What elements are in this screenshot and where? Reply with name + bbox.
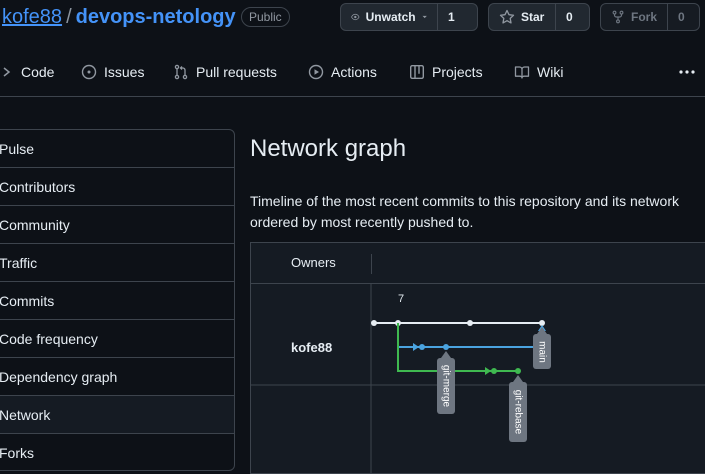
sidebar-item-label: Forks — [0, 445, 34, 461]
kebab-horizontal-icon — [679, 70, 695, 74]
watch-button[interactable]: Unwatch 1 — [340, 3, 478, 31]
fork-label: Fork — [630, 10, 657, 24]
sidebar-item-label: Dependency graph — [0, 369, 118, 385]
tab-actions-label: Actions — [331, 64, 377, 80]
tab-wiki[interactable]: Wiki — [514, 58, 563, 86]
rebase-arrow — [485, 367, 491, 375]
tab-pull-requests-label: Pull requests — [196, 64, 277, 80]
owners-label: Owners — [291, 255, 336, 270]
commit-dot — [467, 320, 473, 326]
fork-count: 0 — [667, 4, 695, 30]
tab-code-label: Code — [21, 64, 55, 80]
pull-request-icon — [174, 64, 188, 80]
page-title: Network graph — [250, 135, 407, 162]
merge-branch-line — [397, 323, 543, 348]
star-label: Star — [521, 10, 545, 24]
merge-arrow — [413, 343, 419, 351]
branch-main-text: main — [536, 341, 547, 363]
tab-wiki-label: Wiki — [537, 64, 564, 80]
sidebar-item-label: Commits — [0, 293, 55, 309]
commit-dot — [539, 320, 545, 326]
sidebar-item-pulse[interactable]: Pulse — [0, 130, 234, 168]
sidebar-item-label: Network — [0, 407, 51, 423]
repo-owner-link[interactable]: kofe88 — [2, 6, 63, 28]
repo-nav: Code Issues Pull requests Actions Projec… — [0, 58, 705, 97]
branch-merge-text: git-merge — [440, 365, 451, 408]
tab-issues[interactable]: Issues — [81, 58, 144, 86]
fork-button[interactable]: Fork 0 — [600, 3, 700, 31]
owner-name: kofe88 — [291, 340, 333, 355]
tab-code[interactable]: Code — [2, 58, 54, 86]
network-graph-canvas: 7 main git-merge git- — [251, 284, 705, 473]
commit-dot — [515, 368, 521, 374]
network-graph[interactable]: Owners kofe88 7 main gi — [250, 242, 705, 474]
branch-label-main: main — [533, 327, 551, 369]
date-label: 7 — [398, 293, 404, 305]
repo-name-link[interactable]: devops-netology — [75, 6, 236, 28]
commit-dot — [419, 344, 425, 350]
sidebar-item-label: Code frequency — [0, 331, 98, 347]
triangle-down-icon — [422, 15, 427, 19]
watch-label: Unwatch — [365, 10, 416, 24]
sidebar-item-label: Community — [0, 217, 70, 233]
branch-label-git-rebase: git-rebase — [509, 375, 527, 442]
visibility-badge: Public — [241, 7, 290, 27]
sidebar-item-label: Pulse — [0, 141, 35, 157]
branch-rebase-text: git-rebase — [512, 390, 523, 435]
star-icon — [499, 9, 515, 24]
sidebar-item-contributors[interactable]: Contributors — [0, 168, 234, 206]
repo-separator: / — [66, 6, 72, 28]
rebase-branch-line — [397, 323, 518, 372]
issue-icon — [81, 64, 97, 80]
sidebar-item-label: Contributors — [0, 179, 76, 195]
tab-pull-requests[interactable]: Pull requests — [173, 58, 277, 86]
sidebar-item-commits[interactable]: Commits — [0, 282, 234, 320]
sidebar-item-forks[interactable]: Forks — [0, 434, 234, 470]
more-tabs-button[interactable] — [678, 58, 696, 86]
sidebar-item-label: Traffic — [0, 255, 38, 271]
sidebar-item-network[interactable]: Network — [0, 396, 234, 434]
repo-forked-icon — [612, 10, 624, 24]
code-icon — [3, 67, 11, 77]
graph-header: Owners — [251, 243, 705, 284]
commit-dot — [491, 368, 497, 374]
commit-dot — [371, 320, 377, 326]
branch-label-git-merge: git-merge — [437, 351, 455, 414]
table-icon — [410, 65, 425, 80]
sidebar-item-dependency-graph[interactable]: Dependency graph — [0, 358, 234, 396]
tab-projects[interactable]: Projects — [409, 58, 483, 86]
tab-actions[interactable]: Actions — [308, 58, 377, 86]
insights-sidebar: Pulse Contributors Community Traffic Com… — [0, 129, 235, 471]
repo-title: kofe88/devops-netology — [2, 5, 236, 29]
book-icon — [514, 66, 530, 79]
sidebar-item-community[interactable]: Community — [0, 206, 234, 244]
tab-projects-label: Projects — [432, 64, 483, 80]
page-description: Timeline of the most recent commits to t… — [250, 193, 679, 230]
watch-count: 1 — [437, 4, 465, 30]
play-icon — [308, 64, 324, 80]
commit-dot — [443, 344, 449, 350]
tab-issues-label: Issues — [104, 64, 145, 80]
sidebar-item-traffic[interactable]: Traffic — [0, 244, 234, 282]
sidebar-item-code-frequency[interactable]: Code frequency — [0, 320, 234, 358]
star-count: 0 — [555, 4, 583, 30]
eye-icon — [351, 13, 360, 21]
star-button[interactable]: Star 0 — [488, 3, 590, 31]
header-divider — [371, 254, 372, 274]
